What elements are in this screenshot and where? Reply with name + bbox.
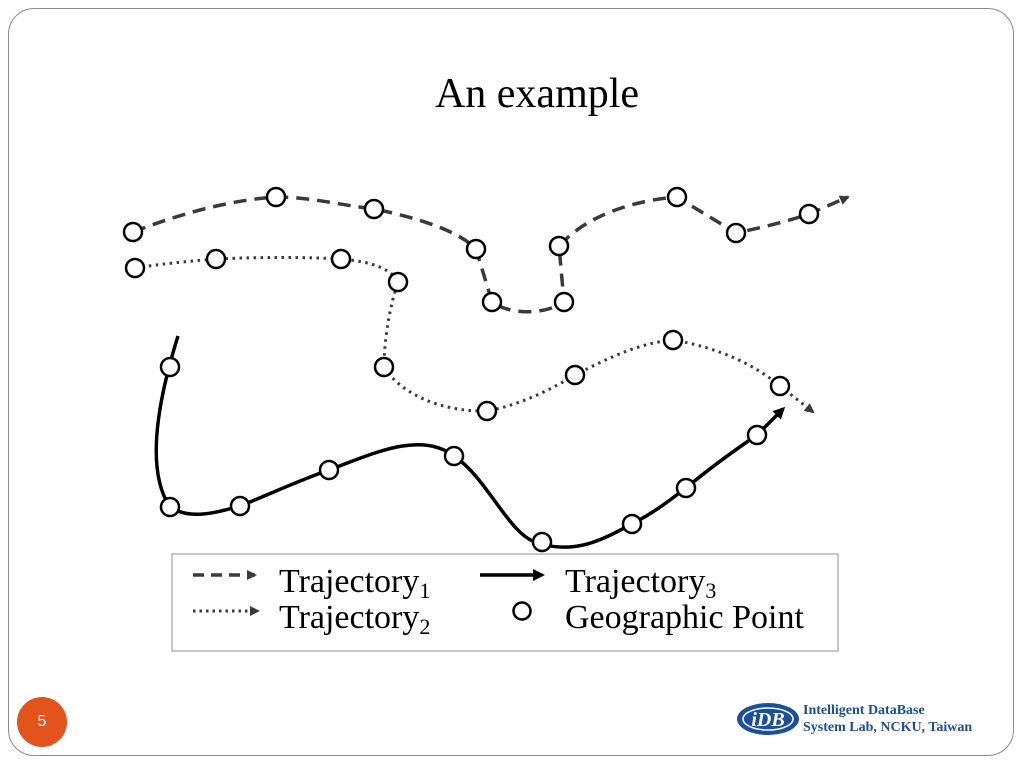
- geographic-point: [662, 329, 684, 351]
- lab-name: Intelligent DataBase System Lab, NCKU, T…: [803, 702, 972, 736]
- geographic-point: [124, 257, 146, 279]
- geographic-point: [553, 291, 575, 313]
- geographic-point: [443, 445, 465, 467]
- geographic-point: [205, 248, 227, 270]
- geographic-point: [318, 459, 340, 481]
- geographic-point: [373, 356, 395, 378]
- geographic-point: [330, 248, 352, 270]
- geographic-point: [481, 291, 503, 313]
- geographic-point: [621, 513, 643, 535]
- geographic-point: [564, 364, 586, 386]
- geographic-point: [531, 531, 553, 553]
- lab-name-line2: System Lab, NCKU, Taiwan: [803, 720, 973, 735]
- geographic-point: [769, 375, 791, 397]
- lab-logo-icon: iDB: [737, 703, 799, 735]
- geographic-point: [725, 222, 747, 244]
- lab-name-line1: Intelligent DataBase: [803, 703, 925, 718]
- legend-box: [171, 553, 839, 652]
- geographic-point: [363, 198, 385, 220]
- geographic-point: [122, 221, 144, 243]
- geographic-point: [159, 496, 181, 518]
- slide-title: An example: [434, 71, 640, 117]
- geographic-point: [476, 400, 498, 422]
- legend-point-symbol: [512, 601, 532, 621]
- geographic-point: [746, 424, 768, 446]
- geographic-point: [229, 495, 251, 517]
- geographic-point: [265, 186, 287, 208]
- legend-label-trajectory1: Trajectory1: [279, 563, 431, 603]
- legend-label-point: Geographic Point: [565, 599, 804, 636]
- geographic-point: [387, 271, 409, 293]
- geographic-point: [548, 235, 570, 257]
- geographic-point: [666, 186, 688, 208]
- legend-label-trajectory3: Trajectory3: [565, 563, 717, 603]
- geographic-point: [159, 356, 181, 378]
- geographic-point: [675, 477, 697, 499]
- legend-label-trajectory2: Trajectory2: [279, 599, 431, 639]
- geographic-point: [798, 203, 820, 225]
- geographic-point: [465, 238, 487, 260]
- page-number-badge: 5: [17, 697, 67, 747]
- lab-logo-text: iDB: [751, 709, 784, 731]
